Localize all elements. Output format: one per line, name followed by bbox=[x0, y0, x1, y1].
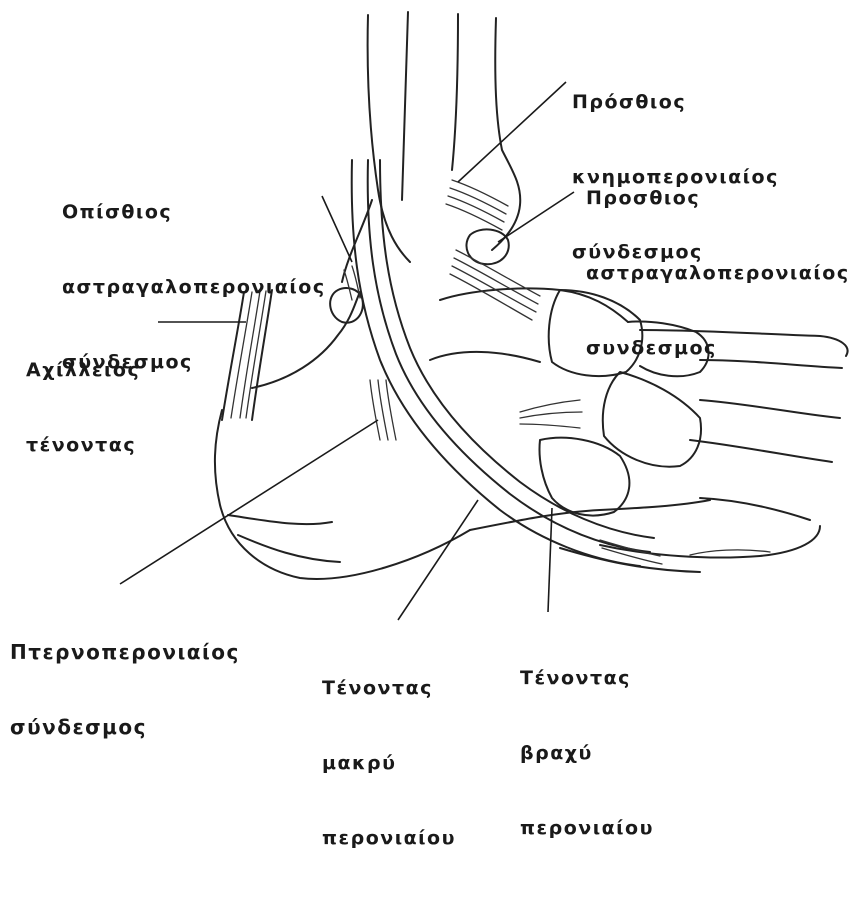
leg-bones bbox=[342, 12, 520, 282]
label-calcaneofibular-ligament: Πτερνοπερονιαίος σύνδεσμος bbox=[10, 590, 240, 790]
label-anterior-talofibular-ligament: Προσθιος αστραγαλοπερονιαίος συνδεσμος bbox=[586, 136, 850, 411]
label-peroneus-longus-tendon: Τένοντας μακρύ περονιαίου bbox=[322, 626, 456, 901]
label-peroneus-brevis-tendon: Τένοντας βραχύ περονιαίου bbox=[520, 616, 654, 891]
ankle-ligaments-diagram: Πρόσθιος κνημοπερονιαίος σύνδεσμος Προσθ… bbox=[0, 0, 860, 699]
label-achilles-tendon: Αχίλλειος τένοντας bbox=[26, 308, 140, 508]
